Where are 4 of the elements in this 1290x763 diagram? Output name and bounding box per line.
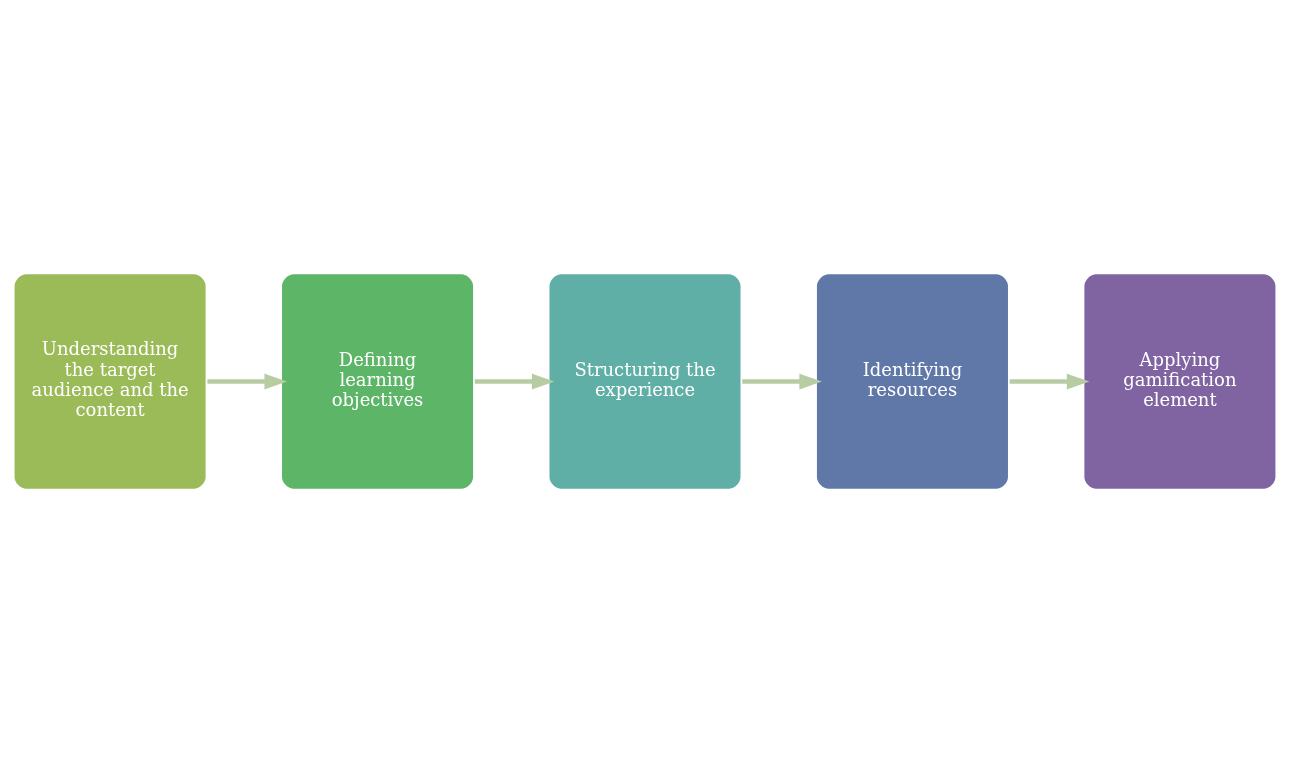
arrow [742,373,822,390]
arrow [474,373,555,390]
arrow [207,373,287,390]
arrow [1009,373,1090,390]
